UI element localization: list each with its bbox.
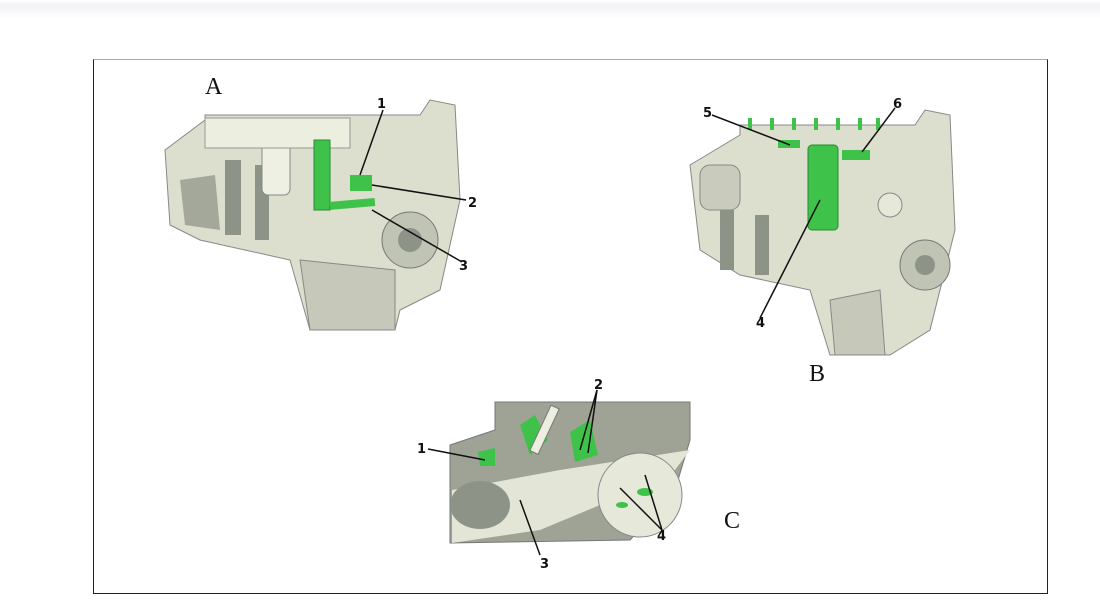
callout-c-3: 3 (540, 557, 549, 572)
callout-c-4: 4 (657, 529, 666, 544)
browser-top-strip (0, 0, 1100, 18)
engine-c-illustration (449, 401, 691, 544)
panel-label-a: A (205, 74, 223, 100)
callout-c-2: 2 (594, 378, 603, 393)
callout-b-4: 4 (756, 316, 765, 331)
callout-a-1: 1 (377, 97, 386, 112)
leader-lines (359, 107, 896, 556)
callout-a-3: 3 (459, 259, 468, 274)
figure-frame (93, 59, 1048, 594)
engine-a-illustration (164, 99, 461, 331)
callout-a-2: 2 (468, 196, 477, 211)
callout-b-5: 5 (703, 106, 712, 121)
panel-label-c: C (724, 508, 741, 534)
callout-c-1: 1 (417, 442, 426, 457)
panel-label-b: B (809, 361, 826, 387)
callout-b-6: 6 (893, 97, 902, 112)
engine-b-illustration (689, 109, 956, 356)
